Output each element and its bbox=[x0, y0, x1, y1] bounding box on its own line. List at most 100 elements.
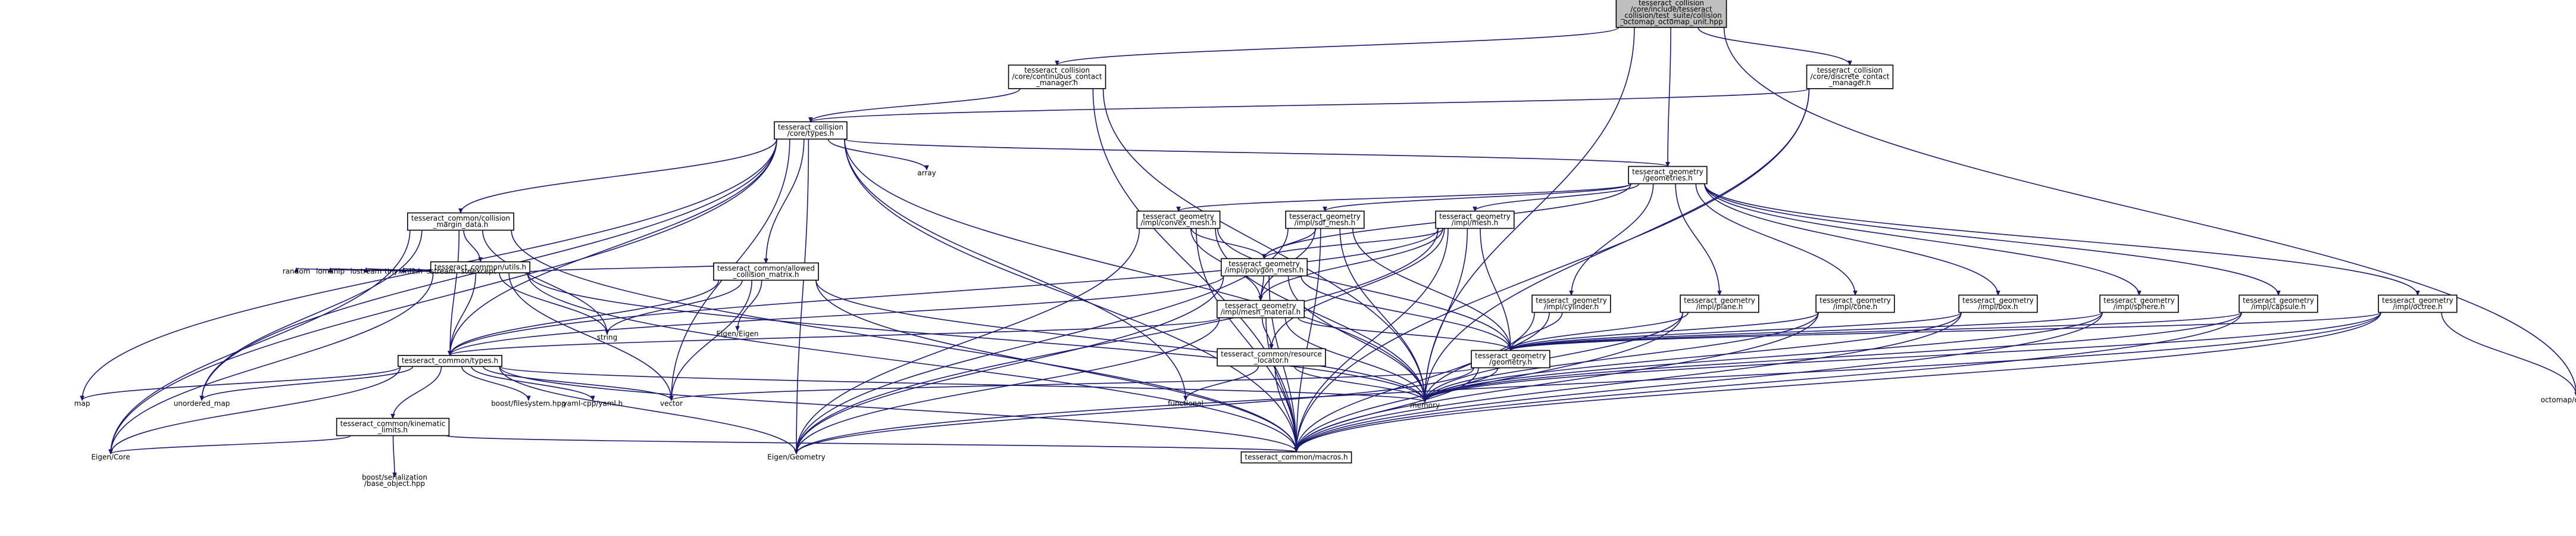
node-label-line: _limits.h bbox=[377, 426, 408, 434]
edge-box-macros bbox=[1296, 312, 1962, 452]
node-cmd[interactable]: tesseract_common/collision_margin_data.h bbox=[407, 212, 514, 231]
edge-geometries-sphere bbox=[1704, 183, 2140, 295]
arrowhead bbox=[735, 326, 740, 332]
node-label-line: /impl/polygon_mesh.h bbox=[1225, 266, 1303, 275]
edge-acm-eigen bbox=[737, 280, 762, 331]
node-cmesh[interactable]: tesseract_geometry/impl/convex_mesh.h bbox=[1136, 210, 1221, 229]
node-box bbox=[713, 262, 819, 281]
node-capsule[interactable]: tesseract_geometry/impl/capsule.h bbox=[2239, 294, 2318, 313]
node-box bbox=[1240, 451, 1352, 464]
node-box bbox=[2378, 294, 2458, 313]
edge-cmd-umap bbox=[201, 230, 423, 401]
arrowhead bbox=[2415, 291, 2420, 296]
node-label-line: tesseract_collision bbox=[1639, 0, 1704, 7]
node-eigencore: Eigen/Core bbox=[91, 453, 130, 462]
node-mesh[interactable]: tesseract_geometry/impl/mesh.h bbox=[1435, 210, 1515, 229]
arrowhead bbox=[108, 449, 113, 455]
arrowhead bbox=[1258, 296, 1263, 301]
node-label-line: tesseract_common/collision bbox=[411, 214, 510, 222]
edge-types-ctypes bbox=[449, 139, 777, 356]
node-octree[interactable]: tesseract_geometry/impl/octree.h bbox=[2378, 294, 2458, 313]
node-layer: tesseract_collision/core/include/tessera… bbox=[74, 0, 2576, 488]
arrowhead bbox=[1183, 395, 1188, 401]
edge-dcm-types bbox=[810, 88, 1810, 123]
node-box bbox=[1806, 64, 1894, 89]
node-label-line: /impl/cone.h bbox=[1833, 303, 1877, 311]
node-boostser: boost/serialization/base_object.hpp bbox=[362, 473, 427, 488]
node-functional: functional bbox=[1168, 400, 1203, 408]
node-macros[interactable]: tesseract_common/macros.h bbox=[1240, 451, 1352, 464]
node-label-line: stdexcept bbox=[461, 267, 496, 276]
node-box bbox=[2099, 294, 2179, 313]
node-geometry[interactable]: tesseract_geometry/geometry.h bbox=[1471, 350, 1550, 369]
node-label-line: /impl/mesh_material.h bbox=[1221, 308, 1301, 316]
edge-utils-memory bbox=[527, 273, 1425, 403]
node-utils[interactable]: tesseract_common/utils.h bbox=[430, 261, 531, 273]
arrowhead bbox=[1269, 344, 1274, 350]
node-label-line: memory bbox=[1410, 401, 1440, 410]
edge-box-geometry bbox=[1510, 311, 1962, 351]
node-sdf[interactable]: tesseract_geometry/impl/sdf_mesh.h bbox=[1285, 210, 1365, 229]
arrowhead bbox=[1847, 60, 1852, 66]
arrowhead bbox=[364, 267, 368, 273]
node-cyl[interactable]: tesseract_geometry/impl/cylinder.h bbox=[1531, 294, 1611, 313]
node-ctypes[interactable]: tesseract_common/types.h bbox=[397, 354, 502, 367]
edge-root-ccm bbox=[1056, 27, 1620, 66]
edge-octree-geometry bbox=[1510, 311, 2381, 351]
edge-utils-vector bbox=[508, 273, 672, 401]
arrowhead bbox=[448, 351, 452, 357]
edge-types-cmd bbox=[460, 139, 777, 213]
node-kin[interactable]: tesseract_common/kinematic_limits.h bbox=[336, 417, 450, 437]
edge-cmesh-pmesh bbox=[1190, 228, 1265, 259]
node-label-line: tesseract_common/kinematic bbox=[340, 419, 446, 428]
node-label-line: _manager.h bbox=[1828, 79, 1871, 87]
node-memory: memory bbox=[1410, 401, 1440, 410]
node-sphere[interactable]: tesseract_geometry/impl/sphere.h bbox=[2099, 294, 2179, 313]
edge-geometries-octree bbox=[1704, 183, 2418, 295]
arrowhead bbox=[392, 472, 397, 478]
node-root[interactable]: tesseract_collision/core/include/tessera… bbox=[1615, 0, 1727, 28]
node-geometries[interactable]: tesseract_geometry/geometries.h bbox=[1628, 166, 1708, 185]
arrowhead bbox=[1569, 291, 1574, 296]
node-label-line: _locator.h bbox=[1253, 356, 1289, 364]
node-pmesh[interactable]: tesseract_geometry/impl/polygon_mesh.h bbox=[1221, 258, 1308, 277]
node-label-line: tesseract_geometry bbox=[1475, 351, 1546, 360]
edge-mmat-macros bbox=[1265, 317, 1297, 452]
edge-pmesh-ctypes bbox=[449, 276, 1224, 356]
node-label-line: tesseract_geometry bbox=[2382, 296, 2453, 304]
edge-ctypes-umap bbox=[201, 366, 414, 401]
node-cone[interactable]: tesseract_geometry/impl/cone.h bbox=[1815, 294, 1895, 313]
edge-geometries-cone bbox=[1695, 183, 1856, 295]
node-label-line: tesseract_geometry bbox=[1228, 260, 1300, 268]
node-box bbox=[1615, 0, 1727, 28]
arrowhead bbox=[1294, 447, 1299, 453]
node-mmat[interactable]: tesseract_geometry/impl/mesh_material.h bbox=[1217, 300, 1305, 319]
node-box bbox=[1531, 294, 1611, 313]
edge-cone-memory bbox=[1424, 312, 1819, 403]
node-label-line: map bbox=[74, 400, 90, 408]
node-plane[interactable]: tesseract_geometry/impl/plane.h bbox=[1680, 294, 1759, 313]
node-label-line: tesseract_geometry bbox=[1684, 296, 1755, 304]
arrowhead bbox=[1665, 162, 1670, 167]
node-label-line: iostream bbox=[351, 267, 382, 276]
node-label-line: tesseract_collision bbox=[778, 123, 843, 131]
node-box[interactable]: tesseract_geometry/impl/box.h bbox=[1958, 294, 2038, 313]
edge-octree-eigengeo bbox=[796, 312, 2381, 454]
node-rloc[interactable]: tesseract_common/resource_locator.h bbox=[1217, 348, 1326, 367]
node-ccm[interactable]: tesseract_collision/core/continuous_cont… bbox=[1008, 64, 1106, 89]
node-yaml: yaml-cpp/yaml.h bbox=[563, 400, 623, 408]
node-box bbox=[1958, 294, 2038, 313]
edge-ctypes-vector bbox=[483, 366, 672, 401]
node-types[interactable]: tesseract_collision/core/types.h bbox=[774, 121, 848, 140]
edge-ccm-types bbox=[810, 88, 1021, 122]
edge-octree-macros bbox=[1296, 312, 2381, 452]
node-box bbox=[1628, 166, 1708, 185]
node-acm[interactable]: tesseract_common/allowed_collision_matri… bbox=[713, 262, 819, 281]
edge-cmd-ctypes bbox=[449, 230, 460, 356]
edge-plane-memory bbox=[1424, 312, 1683, 403]
node-label-line: /geometries.h bbox=[1643, 174, 1692, 182]
edge-ctypes-kin bbox=[392, 366, 442, 419]
node-label-line: Eigen/Eigen bbox=[716, 330, 758, 338]
node-label-line: /core/continuous_contact bbox=[1012, 73, 1102, 81]
node-dcm[interactable]: tesseract_collision/core/discrete_contac… bbox=[1806, 64, 1894, 89]
